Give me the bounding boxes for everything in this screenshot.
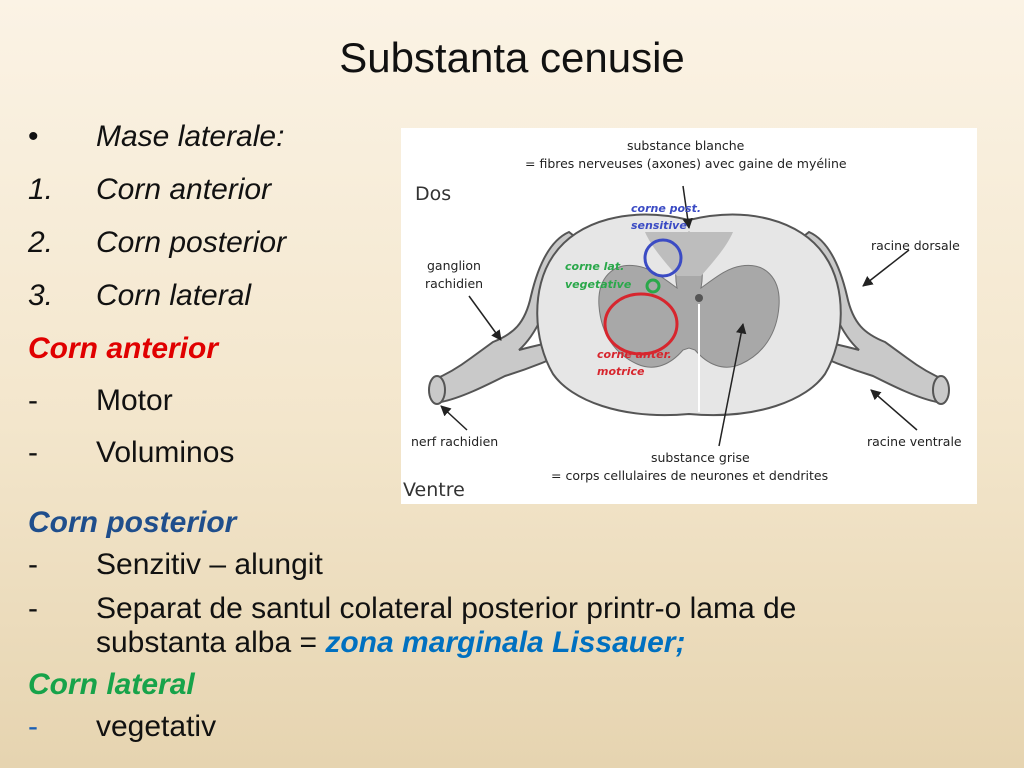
item-text-line2: substanta alba = zona marginala Lissauer… (96, 626, 685, 660)
label-sensitive: sensitive (631, 219, 687, 232)
dash-marker: - (28, 548, 38, 581)
item-text: vegetativ (96, 710, 217, 743)
label-substance-grise: substance grise (651, 450, 750, 465)
posterior-horn-circle (643, 238, 683, 278)
list-text: Corn anterior (96, 173, 272, 206)
anterior-horn-circle (603, 292, 679, 356)
zona-marginala-lissauer: zona marginala Lissauer; (325, 626, 686, 659)
item-text: Senzitiv – alungit (96, 548, 323, 581)
label-ventre: Ventre (403, 479, 465, 501)
left-nerve-end (428, 375, 446, 405)
label-racine-ventrale: racine ventrale (867, 434, 962, 449)
arrow-racine-dorsale (862, 249, 910, 287)
item-text-line1: Separat de santul colateral posterior pr… (96, 592, 797, 625)
lateral-horn-circle (645, 278, 661, 294)
label-vegetative: vegetative (565, 278, 632, 291)
list-text: Corn lateral (96, 279, 252, 312)
heading-corn-anterior: Corn anterior (28, 332, 219, 365)
bullet-marker: • (28, 120, 39, 153)
item-text: Voluminos (96, 436, 235, 469)
line2-prefix: substanta alba = (96, 626, 326, 659)
heading-corn-posterior: Corn posterior (28, 506, 237, 539)
dash-marker: - (28, 710, 38, 743)
right-nerve-end (932, 375, 950, 405)
label-motrice: motrice (597, 365, 645, 378)
dash-marker: - (28, 384, 38, 417)
list-text: Corn posterior (96, 226, 287, 259)
label-substance-blanche-def: = fibres nerveuses (axones) avec gaine d… (525, 156, 847, 171)
label-dos: Dos (415, 183, 451, 205)
label-corne-post: corne post. (631, 202, 701, 215)
list-number: 3. (28, 279, 54, 312)
label-ganglion-rachidien: rachidien (425, 276, 483, 291)
list-number: 2. (28, 226, 54, 259)
arrow-nerf-rachidien (440, 405, 468, 431)
label-racine-dorsale: racine dorsale (871, 238, 960, 253)
dash-marker: - (28, 592, 38, 625)
arrow-racine-ventrale (870, 389, 918, 431)
grey-matter (598, 231, 780, 368)
heading-corn-lateral: Corn lateral (28, 668, 195, 701)
item-text: Motor (96, 384, 173, 417)
label-corne-lat: corne lat. (565, 260, 624, 273)
central-canal (695, 294, 703, 302)
label-substance-grise-def: = corps cellulaires de neurones et dendr… (551, 468, 828, 483)
label-nerf-rachidien: nerf rachidien (411, 434, 498, 449)
label-corne-anter: corne anter. (597, 348, 672, 361)
slide-title: Substanta cenusie (339, 34, 685, 81)
list-number: 1. (28, 173, 54, 206)
bullet-text: Mase laterale: (96, 120, 285, 153)
arrow-substance-grise (718, 322, 747, 447)
dash-marker: - (28, 436, 38, 469)
label-substance-blanche: substance blanche (627, 138, 745, 153)
posterior-horns (645, 232, 733, 276)
spinal-cord-diagram: substance blanche = fibres nerveuses (ax… (401, 128, 977, 504)
arrow-substance-blanche (682, 185, 693, 230)
arrow-ganglion (468, 295, 502, 341)
label-ganglion: ganglion (427, 258, 481, 273)
